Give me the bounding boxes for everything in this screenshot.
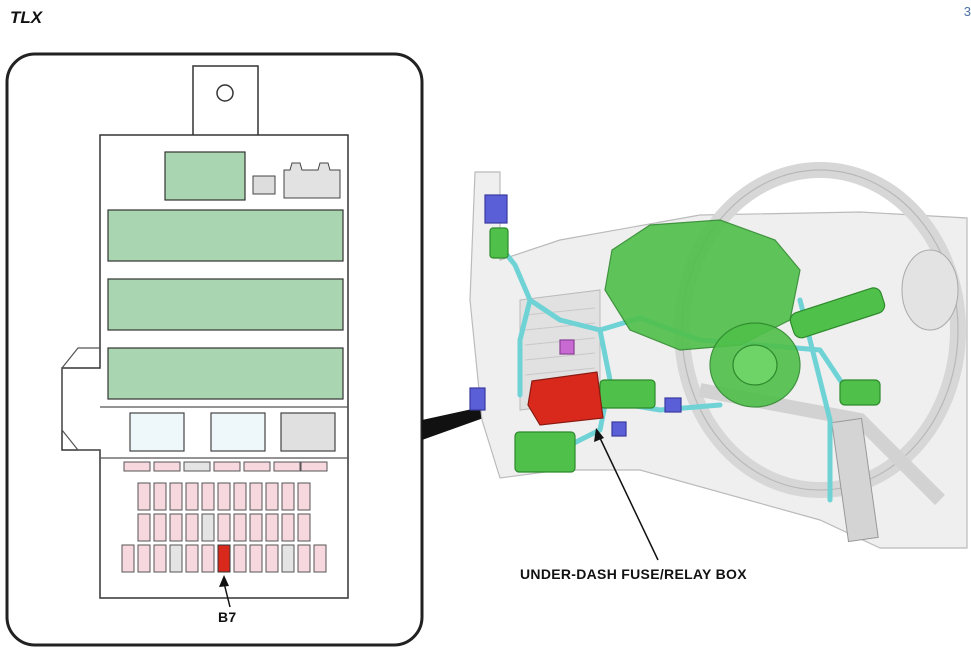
mini-relay-2 bbox=[210, 412, 266, 452]
harness-connector bbox=[283, 162, 341, 199]
relay-block-1 bbox=[107, 209, 344, 262]
fuse-grid bbox=[121, 482, 327, 573]
fuse-b7-highlight bbox=[217, 544, 231, 573]
mini-relay-3 bbox=[280, 412, 336, 452]
relay-block-2 bbox=[107, 278, 344, 331]
under-dash-box-highlight bbox=[527, 371, 604, 426]
small-connector bbox=[252, 175, 276, 195]
dashboard-illustration bbox=[469, 162, 968, 549]
under-dash-box-label: UNDER-DASH FUSE/RELAY BOX bbox=[520, 566, 747, 582]
b7-arrowhead bbox=[219, 575, 229, 587]
box-leader-line bbox=[599, 437, 659, 561]
model-title: TLX bbox=[10, 8, 43, 27]
horizontal-fuse-strip bbox=[123, 461, 328, 472]
b7-leader-line bbox=[223, 582, 231, 608]
page-corner-mark: 3 bbox=[963, 4, 971, 19]
relay-block-3 bbox=[107, 347, 344, 400]
fuse-b7-label: B7 bbox=[218, 609, 237, 625]
mounting-hole bbox=[216, 84, 234, 102]
mini-relay-1 bbox=[129, 412, 185, 452]
top-relay bbox=[164, 151, 246, 201]
box-arrowhead bbox=[594, 428, 604, 442]
